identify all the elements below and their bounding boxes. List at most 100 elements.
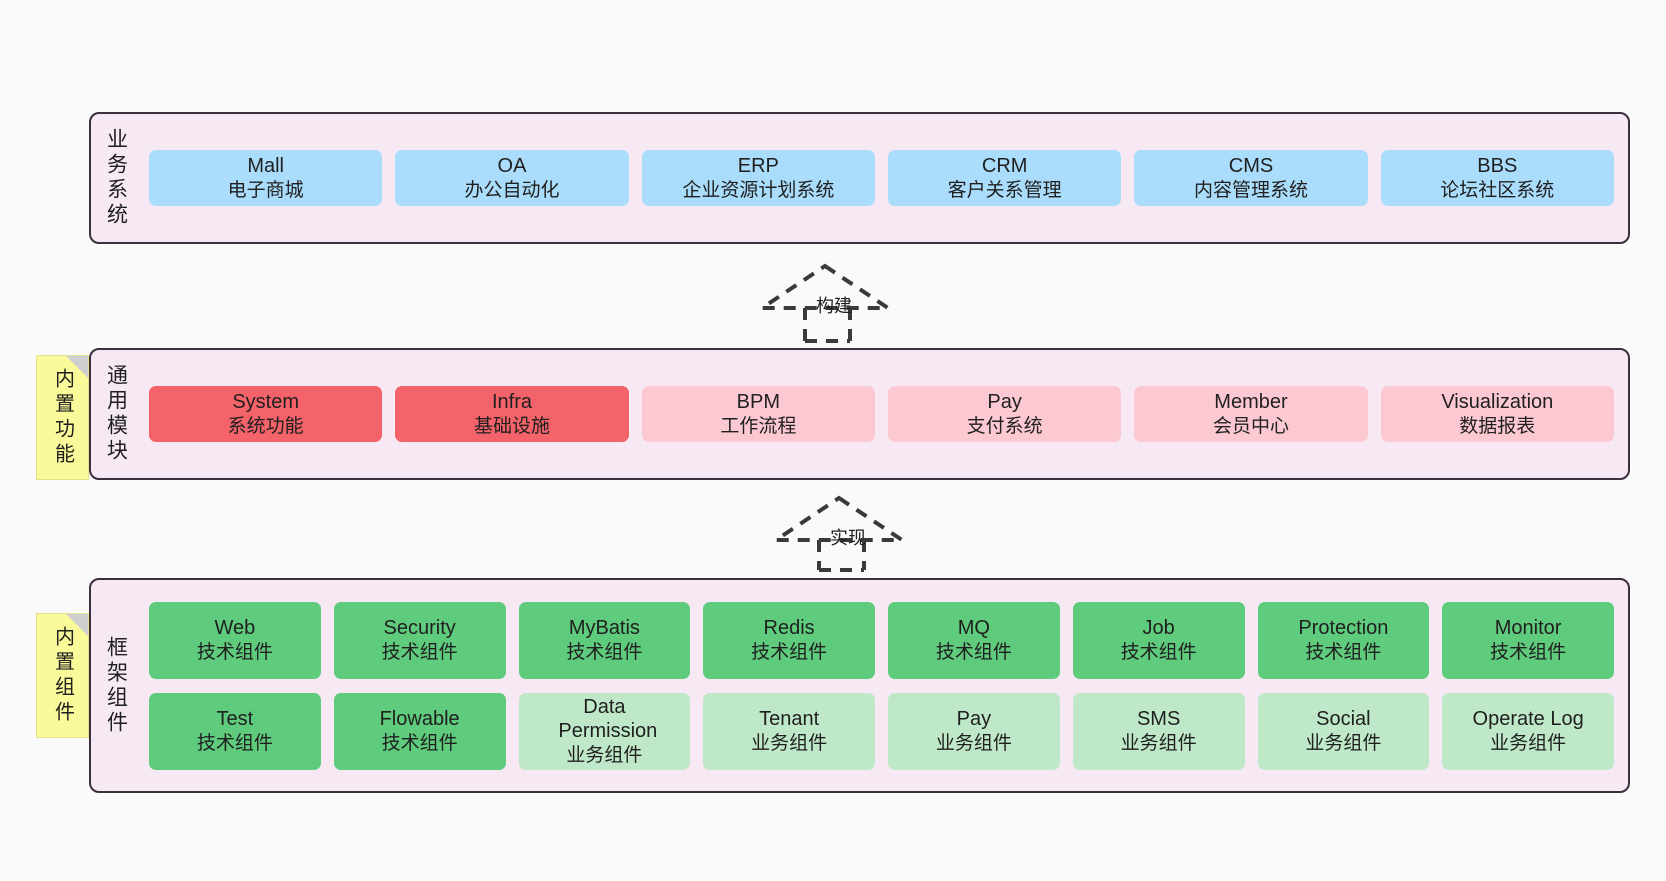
card-subtitle: 技术组件 [1305, 641, 1382, 663]
card-visualization[interactable]: Visualization 数据报表 [1380, 386, 1614, 442]
card-subtitle: 技术组件 [381, 732, 458, 754]
card-subtitle: 业务组件 [935, 732, 1012, 754]
card-title: Pay [956, 708, 992, 731]
card-subtitle: 业务组件 [1120, 732, 1197, 754]
card-title: Test [216, 708, 254, 731]
arrow-implement-label: 实现 [830, 528, 866, 548]
card-subtitle: 业务组件 [566, 744, 643, 766]
card-title: Member [1214, 391, 1288, 414]
layer-title-business-system: 业务系统 [104, 128, 128, 228]
card-mq[interactable]: MQ 技术组件 [888, 601, 1060, 679]
card-title: Security [383, 617, 456, 640]
card-system[interactable]: System 系统功能 [149, 386, 383, 442]
card-row: Test 技术组件 Flowable 技术组件 Data Permission … [149, 692, 1614, 770]
card-subtitle: 数据报表 [1459, 415, 1536, 437]
card-title: Redis [763, 617, 815, 640]
card-bpm[interactable]: BPM 工作流程 [641, 386, 875, 442]
card-flowable[interactable]: Flowable 技术组件 [333, 692, 506, 770]
card-subtitle: 电子商城 [227, 179, 304, 201]
card-subtitle: 基础设施 [473, 415, 550, 437]
card-title: ERP [737, 155, 779, 178]
card-title: Web [214, 617, 256, 640]
card-crm[interactable]: CRM 客户关系管理 [887, 150, 1122, 206]
card-subtitle: 技术组件 [1120, 641, 1197, 663]
card-subtitle: 办公自动化 [464, 179, 560, 201]
card-title: MQ [957, 617, 990, 640]
card-pay[interactable]: Pay 支付系统 [887, 386, 1122, 442]
layer-business-system: 业务系统 Mall 电子商城 OA 办公自动化 ERP 企业资源计划系统 CRM… [89, 112, 1630, 244]
folded-corner-icon [66, 356, 88, 378]
card-title: Protection [1298, 617, 1389, 640]
card-title: Infra [491, 391, 532, 414]
card-subtitle: 技术组件 [751, 641, 828, 663]
card-bbs[interactable]: BBS 论坛社区系统 [1380, 150, 1614, 206]
card-title: SMS [1136, 708, 1181, 731]
layer-cards-business-system: Mall 电子商城 OA 办公自动化 ERP 企业资源计划系统 CRM 客户关系… [135, 114, 1628, 242]
layer-framework-component: 框架组件 Web 技术组件 Security 技术组件 MyBatis 技术组件… [89, 578, 1630, 793]
note-label: 内置功能 [51, 367, 74, 468]
card-subtitle: 会员中心 [1212, 415, 1289, 437]
card-title: Tenant [759, 708, 820, 731]
card-subtitle: 内容管理系统 [1193, 179, 1308, 201]
card-title: Visualization [1441, 391, 1554, 414]
card-data-permission[interactable]: Data Permission 业务组件 [518, 692, 691, 770]
generalization-arrow-icon [760, 263, 895, 343]
note-builtin-component: 内置组件 [36, 613, 89, 738]
layer-common-module: 通用模块 System 系统功能 Infra 基础设施 BPM 工作流程 Pay… [89, 348, 1630, 480]
arrow-build-label: 构建 [816, 296, 852, 316]
card-subtitle: 论坛社区系统 [1440, 179, 1555, 201]
card-row: Web 技术组件 Security 技术组件 MyBatis 技术组件 Redi… [149, 601, 1614, 679]
card-title: CRM [981, 155, 1028, 178]
card-infra[interactable]: Infra 基础设施 [395, 386, 629, 442]
card-subtitle: 技术组件 [381, 641, 458, 663]
card-title: Pay [987, 391, 1022, 414]
card-oa[interactable]: OA 办公自动化 [395, 150, 629, 206]
card-title: Mall [247, 155, 284, 178]
card-cms[interactable]: CMS 内容管理系统 [1134, 150, 1368, 206]
folded-corner-icon [66, 614, 88, 636]
card-subtitle: 企业资源计划系统 [682, 179, 835, 201]
note-builtin-function: 内置功能 [36, 355, 89, 480]
card-subtitle: 业务组件 [1490, 732, 1567, 754]
layer-title-framework-component: 框架组件 [104, 635, 128, 736]
card-subtitle: 技术组件 [196, 641, 273, 663]
card-security[interactable]: Security 技术组件 [333, 601, 506, 679]
card-title: BPM [736, 391, 780, 414]
card-redis[interactable]: Redis 技术组件 [703, 601, 875, 679]
arrow-build: 构建 [760, 258, 910, 343]
card-social[interactable]: Social 业务组件 [1257, 692, 1430, 770]
card-title: Data Permission [558, 696, 658, 743]
card-sms[interactable]: SMS 业务组件 [1072, 692, 1245, 770]
card-title: BBS [1477, 155, 1518, 178]
card-test[interactable]: Test 技术组件 [149, 692, 321, 770]
card-erp[interactable]: ERP 企业资源计划系统 [641, 150, 875, 206]
card-monitor[interactable]: Monitor 技术组件 [1442, 601, 1614, 679]
layer-cards-framework-component: Web 技术组件 Security 技术组件 MyBatis 技术组件 Redi… [135, 580, 1628, 791]
card-member[interactable]: Member 会员中心 [1134, 386, 1368, 442]
card-operate-log[interactable]: Operate Log 业务组件 [1442, 692, 1614, 770]
generalization-arrow-icon [772, 495, 909, 572]
card-web[interactable]: Web 技术组件 [149, 601, 321, 679]
card-pay-business[interactable]: Pay 业务组件 [888, 692, 1060, 770]
card-tenant[interactable]: Tenant 业务组件 [703, 692, 875, 770]
arrow-implement: 实现 [772, 492, 922, 572]
card-subtitle: 支付系统 [966, 415, 1043, 437]
card-job[interactable]: Job 技术组件 [1072, 601, 1245, 679]
card-subtitle: 技术组件 [566, 641, 643, 663]
note-label: 内置组件 [51, 625, 74, 726]
card-title: Job [1142, 617, 1175, 640]
layer-title-common-module: 通用模块 [104, 364, 128, 464]
card-mall[interactable]: Mall 电子商城 [149, 150, 383, 206]
card-title: MyBatis [568, 617, 640, 640]
card-subtitle: 技术组件 [196, 732, 273, 754]
card-mybatis[interactable]: MyBatis 技术组件 [518, 601, 691, 679]
card-protection[interactable]: Protection 技术组件 [1257, 601, 1430, 679]
card-subtitle: 业务组件 [1305, 732, 1382, 754]
card-subtitle: 客户关系管理 [947, 179, 1062, 201]
card-title: Operate Log [1472, 708, 1584, 731]
card-row: Mall 电子商城 OA 办公自动化 ERP 企业资源计划系统 CRM 客户关系… [149, 150, 1614, 206]
card-row: System 系统功能 Infra 基础设施 BPM 工作流程 Pay 支付系统… [149, 386, 1614, 442]
card-subtitle: 业务组件 [751, 732, 828, 754]
card-subtitle: 系统功能 [227, 415, 304, 437]
